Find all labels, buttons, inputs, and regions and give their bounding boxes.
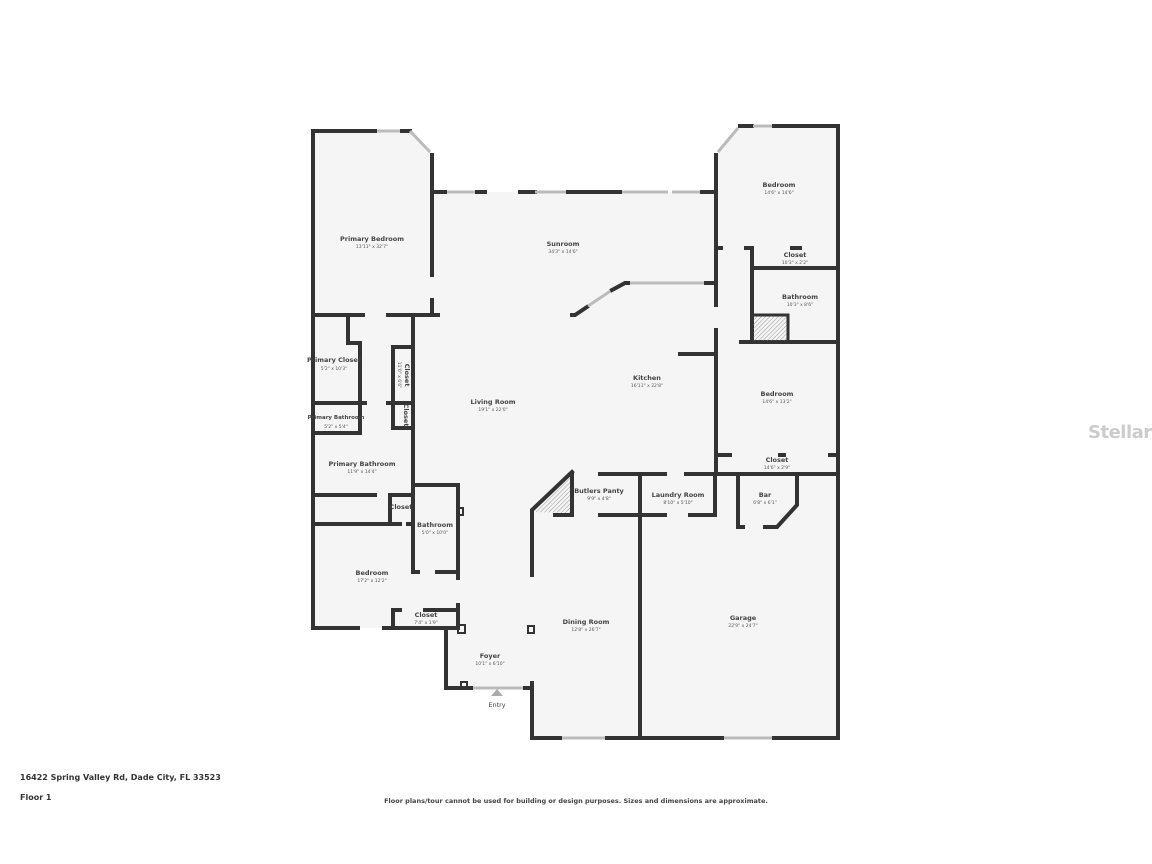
room-dim: 6'8" x 6'1" [753, 500, 777, 506]
room-dim: 16'11" x 22'8" [631, 383, 663, 389]
entry-label: Entry [488, 701, 505, 709]
floor-label: Floor 1 [20, 793, 52, 802]
room-dim: 9'9" x 4'8" [587, 496, 611, 502]
room-name: Dining Room [563, 618, 610, 626]
room-dim: 12'8" x 26'7" [571, 627, 600, 633]
room-dim: 10'3" x 2'2" [782, 260, 808, 266]
walls [311, 124, 840, 740]
room-dim: 10'3" x 8'6" [787, 302, 813, 308]
room-name: Bar [759, 491, 772, 499]
floor-fill [313, 126, 838, 738]
room-name: Primary Bedroom [340, 235, 404, 243]
room-name: Closet [402, 404, 410, 427]
room-dim: 13'11" x 32'7" [356, 244, 388, 250]
room-name: Bathroom [782, 293, 818, 301]
room-dim: 11'0" x 6'6" [396, 362, 402, 388]
room-labels: Primary Bedroom 13'11" x 32'7" Sunroom 3… [307, 181, 818, 709]
room-dim: 19'1" x 22'0" [478, 407, 507, 413]
room-name: Foyer [480, 652, 501, 660]
room-dim: 22'9" x 24'7" [728, 623, 757, 629]
entry-arrow-icon [491, 689, 503, 696]
room-name: Bathroom [417, 521, 453, 529]
room-dim: 34'3" x 14'6" [548, 249, 577, 255]
room-name: Closet [415, 611, 438, 619]
room-dim: 5'0" x 10'0" [422, 530, 448, 536]
room-name: Laundry Room [652, 491, 705, 499]
room-name: Sunroom [547, 240, 580, 248]
room-name: Butlers Panty [574, 487, 624, 495]
room-name: Closet [766, 456, 789, 464]
room-name: Primary Bathroom [328, 460, 395, 468]
room-dim: 14'6" x 14'6" [764, 190, 793, 196]
room-name: Bedroom [761, 390, 794, 398]
room-name: Garage [730, 614, 757, 622]
room-dim: 11'9" x 14'4" [347, 469, 376, 475]
room-name: Kitchen [633, 374, 661, 382]
room-dim: 7'4" x 1'9" [414, 620, 438, 626]
room-name: Primary Closet [307, 356, 361, 364]
room-name: Closet [784, 251, 807, 259]
room-dim: 14'6" x 13'2" [762, 399, 791, 405]
room-dim: 5'2" x 5'4" [324, 424, 348, 430]
room-name: Closet [390, 503, 413, 511]
property-address: 16422 Spring Valley Rd, Dade City, FL 33… [20, 773, 221, 782]
room-name: Living Room [470, 398, 515, 406]
room-dim: 14'6" x 2'9" [764, 465, 790, 471]
room-dim: 8'10" x 5'10" [663, 500, 692, 506]
room-name: Bedroom [763, 181, 796, 189]
room-name: Primary Bathroom [308, 415, 365, 421]
room-dim: 10'1" x 6'10" [475, 661, 504, 667]
room-name: Bedroom [356, 569, 389, 577]
room-dim: 17'2" x 12'2" [357, 578, 386, 584]
room-dim: 5'2" x 10'3" [321, 366, 347, 372]
watermark-logo: StellarMLS [1088, 422, 1152, 443]
disclaimer: Floor plans/tour cannot be used for buil… [384, 797, 768, 805]
room-name: Closet [403, 364, 411, 387]
